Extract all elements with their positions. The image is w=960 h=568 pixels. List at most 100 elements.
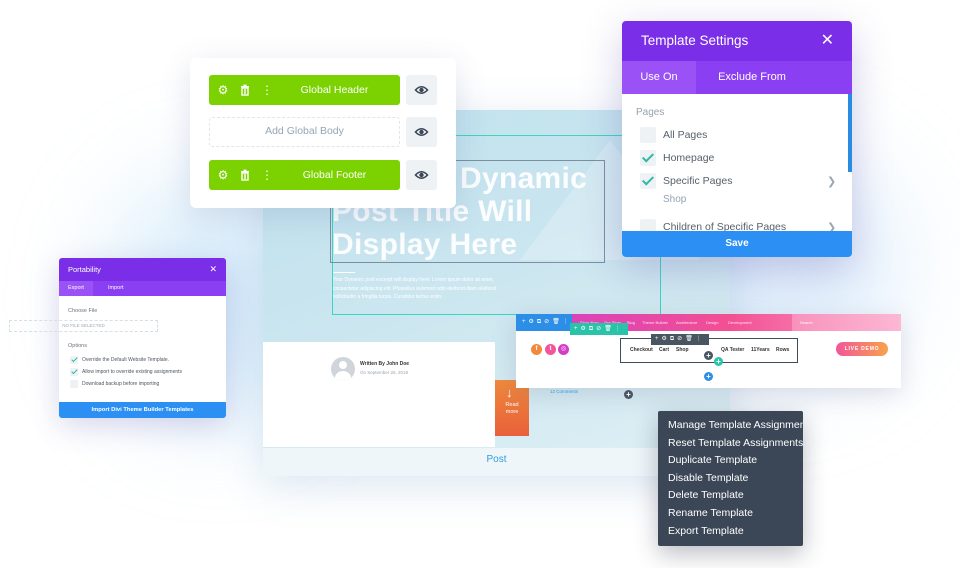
option-label: Download backup before importing (82, 381, 160, 387)
guide-line (440, 135, 660, 136)
option-label: Override the Default Website Template. (82, 357, 170, 363)
nav-item-shop[interactable]: Shop (676, 347, 689, 353)
title-module-outline (330, 160, 605, 263)
excerpt-divider (333, 272, 355, 273)
tab-use-on[interactable]: Use On (622, 61, 696, 94)
facebook-icon[interactable]: f (531, 344, 542, 355)
tab-import[interactable]: Import (108, 285, 124, 291)
gear-icon[interactable]: ⚙ (217, 168, 229, 182)
add-section-icon[interactable]: + (704, 372, 713, 381)
modal-title: Portability (68, 265, 101, 274)
eye-icon (414, 85, 429, 95)
more-vertical-icon[interactable]: ⋮ (261, 168, 273, 182)
chevron-right-icon[interactable]: ❯ (827, 176, 837, 188)
menu-item-export[interactable]: Export Template (668, 524, 744, 537)
pages-group-label: Pages (636, 107, 665, 118)
options-label: Options (68, 343, 87, 349)
template-settings-modal: Template Settings ✕ Use On Exclude From … (622, 21, 852, 257)
twitter-icon[interactable]: t (545, 344, 556, 355)
nav-item-checkout[interactable]: Checkout (630, 347, 653, 353)
option-label: Children of Specific Pages (663, 221, 787, 233)
post-excerpt: Your Dynamic post excerpt will display h… (333, 277, 496, 300)
option-label: Allow import to override existing assign… (82, 369, 183, 375)
template-settings-header: Template Settings ✕ (622, 21, 852, 61)
chevron-right-icon[interactable]: ❯ (827, 222, 837, 234)
gear-icon[interactable]: ⚙ (217, 83, 229, 97)
global-footer-label: Global Footer (302, 169, 367, 181)
eye-icon (414, 170, 429, 180)
tab-exclude-from[interactable]: Exclude From (718, 71, 786, 83)
global-header-label: Global Header (300, 84, 369, 96)
post-date: On September 26, 2019 (360, 370, 409, 375)
nav-item-rows[interactable]: Rows (776, 347, 790, 353)
close-icon[interactable]: ✕ (209, 264, 217, 274)
add-row-icon[interactable]: + (714, 357, 723, 366)
save-button[interactable]: Save (622, 231, 852, 257)
eye-icon (414, 127, 429, 137)
menu-item-manage-assignments[interactable]: Manage Template Assignments (668, 419, 803, 431)
author-section (263, 342, 495, 447)
menu-module-outline (620, 338, 798, 363)
menu-item-duplicate[interactable]: Duplicate Template (668, 454, 758, 467)
post-label: Post (263, 448, 730, 476)
top-menu-item[interactable]: Theme Builder (642, 320, 669, 325)
more-vertical-icon[interactable]: ⋮ (261, 83, 273, 97)
global-footer-row[interactable]: ⚙ ⋮ Global Footer (209, 160, 400, 190)
checkbox-checked[interactable] (640, 150, 656, 166)
menu-item-rename[interactable]: Rename Template (668, 507, 754, 519)
menu-item-reset-assignments[interactable]: Reset Template Assignments (668, 436, 803, 449)
read-more-label: Read more (505, 402, 519, 415)
modal-title: Template Settings (641, 33, 749, 48)
nav-item-cart[interactable]: Cart (659, 347, 670, 353)
global-footer-actions: ⚙ ⋮ (217, 160, 273, 190)
tab-export[interactable]: Export (59, 281, 93, 296)
row-tools[interactable]: +⚙⧉⊘🗑⋮ (570, 323, 628, 335)
checkbox[interactable] (640, 127, 656, 143)
specific-page-shop[interactable]: Shop (663, 194, 687, 205)
author-avatar (331, 357, 355, 381)
option-label: All Pages (663, 129, 708, 141)
menu-item-disable[interactable]: Disable Template (668, 471, 749, 484)
top-menu-item[interactable]: Development (728, 320, 752, 325)
comments-count: 12 Comments (550, 389, 579, 394)
global-body-visibility-button[interactable] (406, 117, 437, 147)
author-name: Written By John Doe (360, 361, 410, 367)
global-footer-visibility-button[interactable] (406, 160, 437, 190)
template-settings-tabs: Use On Exclude From (622, 61, 852, 94)
top-menu-item[interactable]: Architecture (676, 320, 698, 325)
checkbox-checked[interactable] (70, 368, 78, 376)
option-label: Specific Pages (663, 175, 733, 187)
trash-icon[interactable] (239, 84, 251, 96)
global-header-row[interactable]: ⚙ ⋮ Global Header (209, 75, 400, 105)
add-module-icon[interactable]: + (704, 351, 713, 360)
search-field[interactable]: Search (792, 314, 901, 331)
module-tools[interactable]: +⚙⧉⊘🗑⋮ (651, 334, 709, 345)
guide-line (332, 135, 333, 315)
top-menu-item[interactable]: Design (706, 320, 719, 325)
import-templates-button[interactable]: Import Divi Theme Builder Templates (59, 402, 226, 418)
choose-file-label: Choose File (68, 308, 98, 314)
portability-tabs: Export Import (59, 281, 226, 296)
menu-item-delete[interactable]: Delete Template (668, 489, 744, 502)
scrollbar[interactable] (848, 94, 852, 172)
guide-line (332, 314, 516, 315)
global-body-row[interactable]: Add Global Body (209, 117, 400, 147)
trash-icon[interactable] (239, 169, 251, 181)
global-header-visibility-button[interactable] (406, 75, 437, 105)
read-more-button[interactable]: ↓ Read more (495, 380, 529, 436)
checkbox-checked[interactable] (640, 173, 656, 189)
global-header-actions: ⚙ ⋮ (217, 75, 273, 105)
nav-item-11years[interactable]: 11Years (751, 347, 770, 353)
live-demo-button[interactable]: LIVE DEMO (836, 342, 888, 356)
checkbox[interactable] (70, 380, 78, 388)
top-menu-item[interactable]: Shop Now (580, 314, 598, 331)
file-dropzone[interactable]: NO FILE SELECTED (9, 320, 158, 332)
nav-item-qa-tester[interactable]: QA Tester (721, 347, 745, 353)
top-menu-item[interactable]: Our Story (604, 314, 621, 331)
instagram-icon[interactable]: ◎ (558, 344, 569, 355)
checkbox-checked[interactable] (70, 356, 78, 364)
add-module-icon[interactable]: + (624, 390, 633, 399)
top-menu-item[interactable]: Blog (627, 320, 636, 325)
close-icon[interactable]: ✕ (820, 32, 834, 49)
section-tools[interactable]: +⚙⧉⊘🗑⋮ (516, 314, 572, 331)
